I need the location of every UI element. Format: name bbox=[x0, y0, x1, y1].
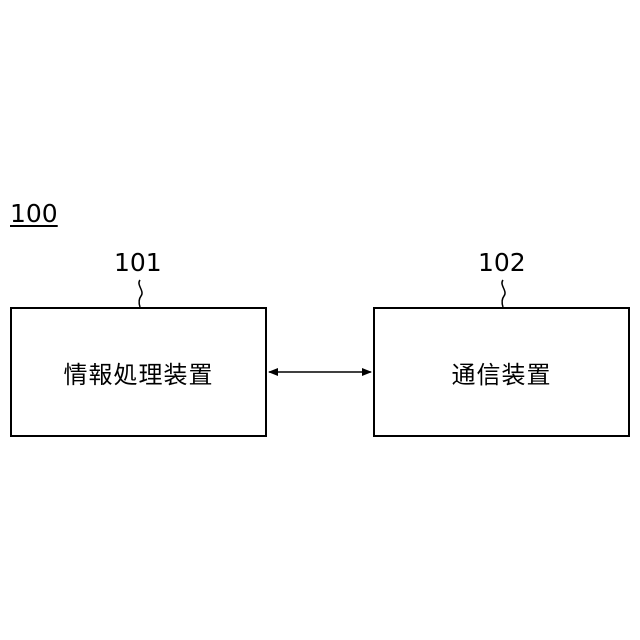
information-processing-device-label: 情報処理装置 bbox=[64, 355, 214, 390]
communication-device-block: 通信装置 bbox=[373, 307, 630, 437]
leader-line-102 bbox=[502, 280, 505, 307]
leader-line-101 bbox=[139, 280, 142, 307]
reference-label-102: 102 bbox=[478, 248, 526, 278]
reference-label-101: 101 bbox=[114, 248, 162, 278]
communication-device-label: 通信装置 bbox=[452, 355, 552, 390]
information-processing-device-block: 情報処理装置 bbox=[10, 307, 267, 437]
system-reference-label: 100 bbox=[10, 199, 58, 229]
